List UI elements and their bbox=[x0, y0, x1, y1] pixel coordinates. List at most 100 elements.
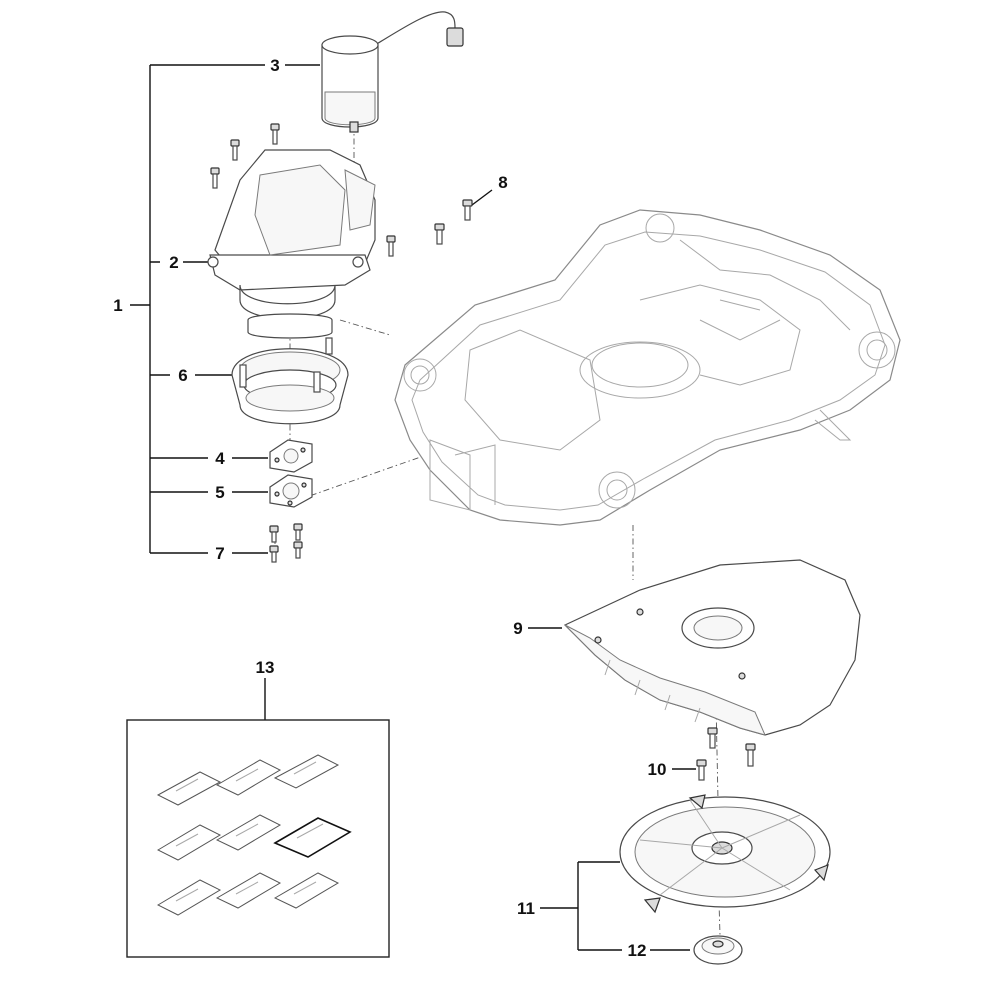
screw-housing-4 bbox=[386, 235, 396, 257]
chassis-corner-detail bbox=[814, 409, 852, 441]
part-11-blade-disc bbox=[619, 794, 831, 914]
disc-blade-1 bbox=[688, 794, 706, 810]
callout-4: 4 bbox=[215, 449, 225, 468]
chassis-outline bbox=[394, 209, 901, 526]
screw-7d bbox=[293, 541, 303, 559]
chassis-wheel-hub-front bbox=[598, 471, 636, 509]
disc-blade-3 bbox=[643, 897, 661, 914]
callout-7: 7 bbox=[215, 544, 224, 563]
screw-7a bbox=[269, 525, 279, 543]
kit-frame bbox=[126, 719, 390, 958]
housing-flange bbox=[209, 254, 371, 291]
screw-housing-1 bbox=[230, 139, 240, 161]
callout-8: 8 bbox=[498, 173, 507, 192]
callout-3: 3 bbox=[270, 56, 279, 75]
screw-8b bbox=[434, 223, 445, 245]
kit-blade-2 bbox=[215, 759, 282, 796]
chassis-housing bbox=[394, 209, 901, 526]
chassis-rib-c bbox=[699, 299, 781, 341]
seal-tab-left bbox=[239, 364, 247, 388]
center-line-screw-right bbox=[339, 319, 391, 336]
motor-shaft bbox=[349, 121, 359, 133]
leader-8 bbox=[471, 189, 493, 206]
screw-housing-2 bbox=[270, 123, 280, 145]
housing-gear-side bbox=[344, 169, 376, 231]
chassis-motor-opening bbox=[579, 341, 701, 399]
part-3-motor bbox=[321, 11, 464, 133]
part-12-hub bbox=[693, 935, 743, 965]
seal-inner-low bbox=[245, 384, 335, 412]
guard-fins bbox=[604, 659, 701, 723]
screw-7c bbox=[269, 545, 279, 563]
chassis-wheel-hub-left-inner bbox=[410, 365, 430, 385]
guard-hole-1 bbox=[636, 608, 644, 616]
chassis-rib-a bbox=[639, 284, 801, 386]
screw-10b bbox=[696, 759, 707, 781]
motor-top-cap bbox=[321, 35, 379, 55]
callout-2: 2 bbox=[169, 253, 178, 272]
callout-12: 12 bbox=[628, 941, 647, 960]
callout-13: 13 bbox=[256, 658, 275, 677]
callout-6: 6 bbox=[178, 366, 187, 385]
kit-blade-3 bbox=[273, 754, 340, 789]
disc-blade-2 bbox=[813, 864, 829, 882]
kit-blade-7 bbox=[156, 879, 222, 916]
kit-blade-4 bbox=[156, 824, 222, 861]
part-9-blade-guard bbox=[563, 559, 861, 736]
part-5-plate bbox=[269, 474, 313, 508]
callout-9: 9 bbox=[513, 619, 522, 638]
screw-10a bbox=[707, 727, 718, 749]
part-8-screws bbox=[434, 199, 473, 245]
housing-mount-hole-right bbox=[352, 256, 364, 268]
guard-skirt bbox=[564, 624, 766, 736]
housing-screws bbox=[210, 123, 396, 257]
chassis-wheel-hub-right-inner bbox=[866, 339, 888, 361]
housing-collar bbox=[239, 284, 336, 320]
seal-tab-front bbox=[313, 371, 321, 393]
seal-top-lip bbox=[247, 313, 333, 339]
guard-hole-3 bbox=[738, 672, 746, 680]
chassis-front-block bbox=[429, 439, 496, 511]
part-13-blade-kit bbox=[126, 719, 390, 958]
housing-mount-hole-left bbox=[207, 256, 219, 268]
chassis-wheel-hub-front-inner bbox=[606, 479, 628, 501]
part-4-plate bbox=[269, 439, 313, 473]
motor-lower-band bbox=[324, 91, 376, 126]
chassis-rim bbox=[411, 231, 886, 511]
callout-labels: 1 2 3 4 5 6 7 8 9 10 11 12 13 bbox=[113, 56, 666, 960]
part-10-screws bbox=[696, 727, 756, 781]
chassis-wheel-hub-rear bbox=[645, 213, 675, 243]
part-7-screws bbox=[269, 523, 303, 563]
guard-hole-2 bbox=[594, 636, 602, 644]
kit-blade-5 bbox=[215, 814, 282, 851]
part-6-seal-ring bbox=[231, 313, 349, 425]
motor-cable bbox=[374, 11, 456, 46]
seal-tab-right bbox=[325, 337, 333, 355]
kit-blade-8 bbox=[215, 872, 282, 909]
callout-1: 1 bbox=[113, 296, 122, 315]
screw-10c bbox=[745, 743, 756, 767]
chassis-battery-bay bbox=[464, 329, 601, 451]
callout-5: 5 bbox=[215, 483, 224, 502]
chassis-motor-opening-inner bbox=[591, 342, 689, 388]
part-2-motor-housing bbox=[207, 149, 376, 320]
screw-8a bbox=[462, 199, 473, 221]
chassis-wheel-hub-right bbox=[858, 331, 896, 369]
kit-blade-1 bbox=[156, 771, 222, 806]
screw-housing-3 bbox=[210, 167, 220, 189]
kit-blade-9 bbox=[273, 872, 340, 909]
leader-lines bbox=[130, 64, 696, 951]
leader-11 bbox=[540, 861, 622, 951]
disc-spokes bbox=[639, 799, 801, 896]
chassis-rib-b bbox=[679, 239, 851, 331]
motor-connector bbox=[446, 27, 464, 47]
chassis-wheel-hub-left bbox=[403, 358, 437, 392]
housing-cavity bbox=[254, 164, 346, 256]
kit-blade-6 bbox=[273, 817, 352, 858]
callout-10: 10 bbox=[648, 760, 667, 779]
callout-11: 11 bbox=[517, 899, 535, 918]
guard-hub-inner bbox=[693, 615, 743, 641]
screw-7b bbox=[293, 523, 303, 541]
